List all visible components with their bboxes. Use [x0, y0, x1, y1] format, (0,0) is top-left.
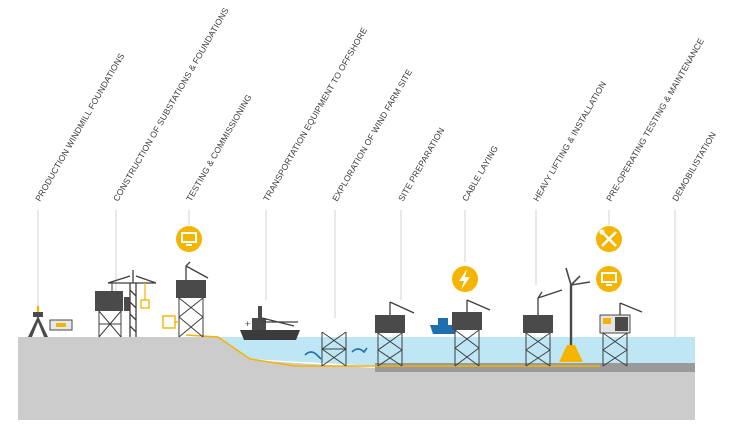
transport-barge: +	[240, 306, 300, 340]
heavy-lift-installation	[523, 267, 591, 367]
stage-labels: PRODUCTION WINDMILL FOUNDATIONS CONSTRUC…	[33, 6, 718, 203]
diver-icon	[304, 351, 322, 360]
stage-label: TESTING & COMMISSIONING	[184, 92, 254, 203]
site-preparation-platform	[375, 301, 415, 367]
stage-label: SITE PREPARATION	[396, 126, 446, 203]
cable-line	[185, 334, 600, 367]
stage-label: CONSTRUCTION OF SUBSTATIONS & FOUNDATION…	[111, 6, 231, 203]
cable-laying-vessel	[430, 299, 491, 367]
pre-operating-platform	[599, 302, 643, 367]
windmill-foundation-tripod	[28, 306, 73, 337]
cable-lightning-badge	[452, 266, 478, 292]
stage-label: PRODUCTION WINDMILL FOUNDATIONS	[33, 51, 126, 203]
stage-label: HEAVY LIFTING & INSTALLATION	[531, 80, 608, 203]
svg-text:+: +	[245, 319, 250, 329]
stage-label: CABLE LAYING	[460, 144, 500, 203]
guide-lines	[37, 210, 676, 337]
sea-water	[218, 337, 695, 366]
commissioned-substation	[162, 261, 209, 338]
maintenance-tools-badge	[596, 226, 622, 252]
maintenance-monitor-badge	[596, 266, 622, 292]
land-ground	[18, 337, 695, 420]
stage-label: DEMOBILISTATION	[670, 130, 718, 203]
stage-label: EXPLORATION OF WIND FARM SITE	[330, 67, 414, 203]
seabed-strip	[375, 363, 695, 372]
diver-icon	[351, 347, 368, 354]
testing-icon-badge	[176, 226, 202, 252]
construction-crane-and-substation	[95, 270, 157, 338]
exploration-seabed-frame	[304, 331, 368, 367]
